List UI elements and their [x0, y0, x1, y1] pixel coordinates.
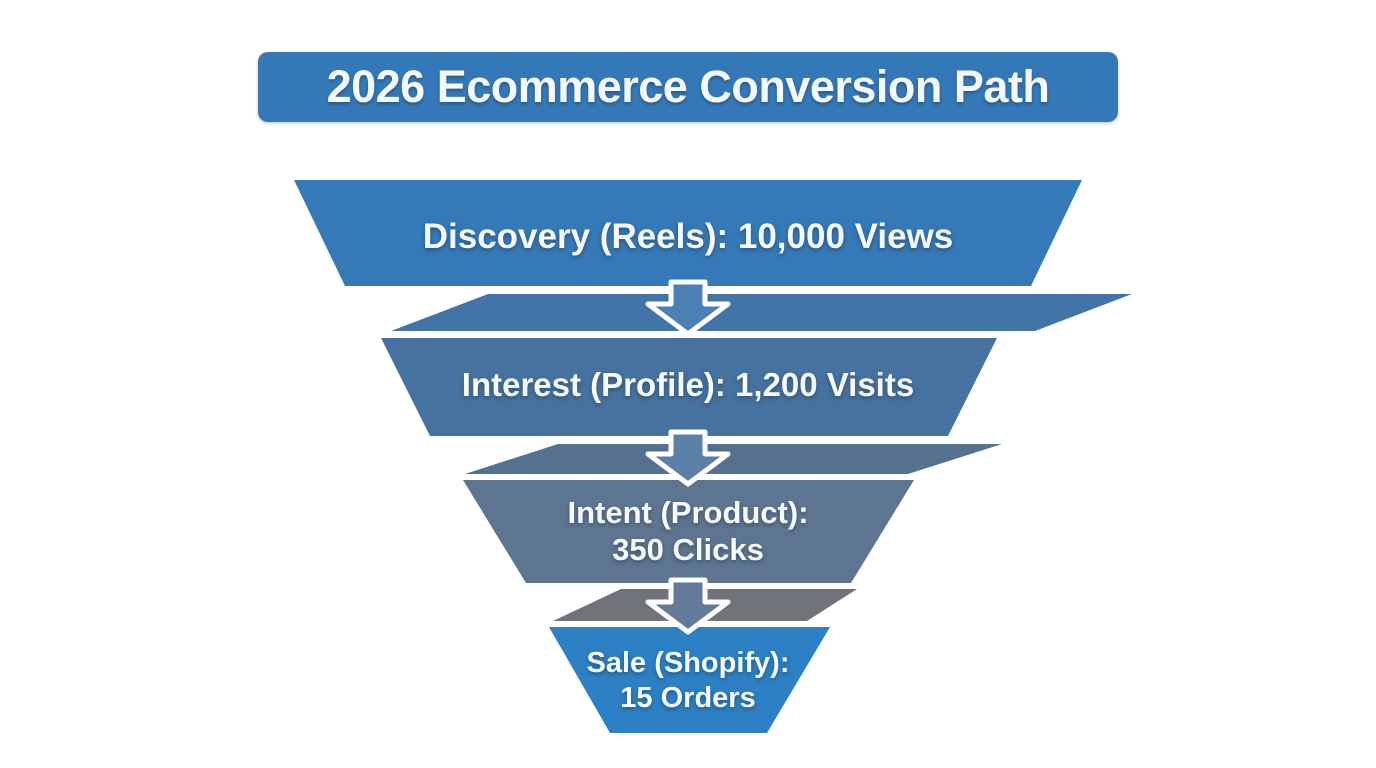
funnel-band-2-shape [465, 444, 1002, 474]
funnel-stage-2-shape [381, 338, 997, 436]
funnel-stage-1-label: Discovery (Reels): 10,000 Views [423, 217, 954, 256]
funnel-stage-4-shape [549, 627, 830, 733]
page-title: 2026 Ecommerce Conversion Path [326, 61, 1050, 112]
funnel-stage-2-label: Interest (Profile): 1,200 Visits [462, 366, 914, 403]
funnel-stage-4-label-line2: 15 Orders [620, 682, 755, 714]
down-arrow-icon-1 [645, 279, 731, 337]
down-arrow-icon-2 [645, 429, 731, 487]
funnel-stage-1-shape [294, 180, 1082, 286]
funnel-stage-4-label-line1: Sale (Shopify): [586, 647, 789, 679]
funnel-stage-3-shape [463, 480, 914, 583]
title-banner: 2026 Ecommerce Conversion Path [258, 52, 1118, 122]
funnel-stage-3-label-line2: 350 Clicks [612, 532, 764, 567]
funnel-band-1-shape [391, 294, 1132, 331]
funnel-stage-3-label-line1: Intent (Product): [567, 495, 808, 530]
down-arrow-icon-3 [645, 577, 731, 635]
